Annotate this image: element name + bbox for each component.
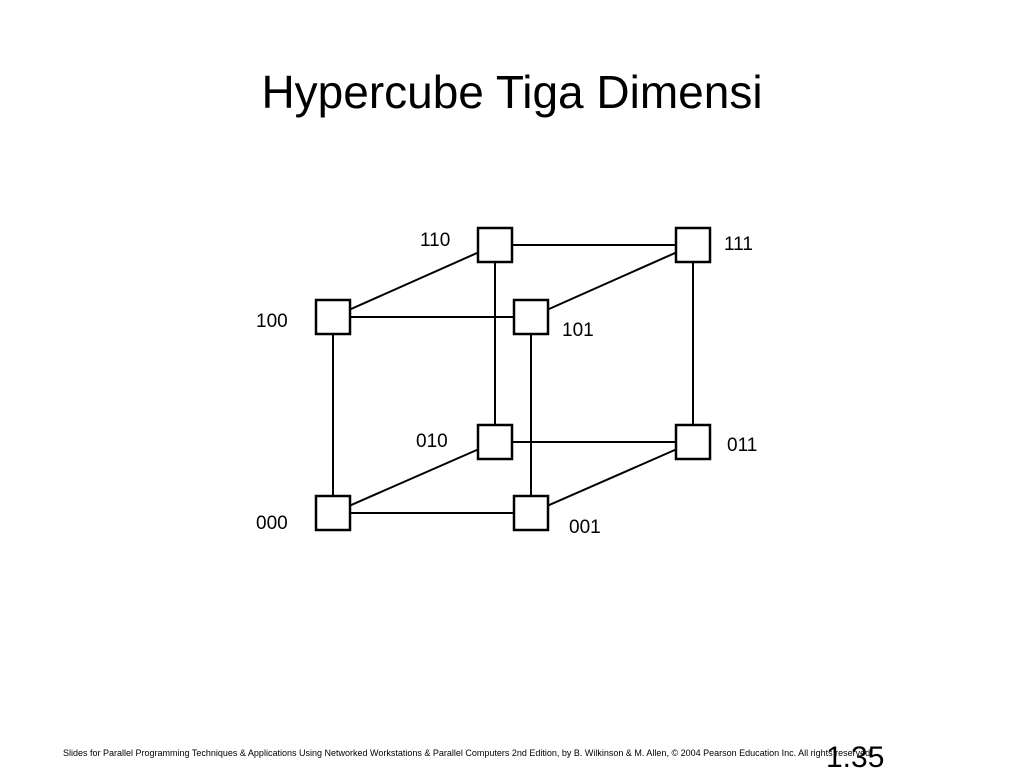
edge-000-010 (332, 441, 496, 514)
node-001 (512, 494, 550, 532)
node-label-001: 001 (569, 517, 601, 538)
slide-footer: Slides for Parallel Programming Techniqu… (63, 748, 873, 758)
node-111 (674, 226, 712, 264)
node-011 (674, 423, 712, 461)
hypercube-edges (332, 244, 694, 514)
node-110 (476, 226, 514, 264)
node-label-101: 101 (562, 320, 594, 341)
node-000 (314, 494, 352, 532)
node-label-100: 100 (256, 311, 288, 332)
hypercube-nodes (314, 226, 712, 532)
node-100 (314, 298, 352, 336)
page-number: 1.35 (826, 741, 885, 774)
edge-001-011 (530, 441, 694, 514)
slide-title: Hypercube Tiga Dimensi (261, 66, 763, 118)
edge-101-111 (530, 244, 694, 318)
hypercube-labels: 000 001 010 011 100 101 110 111 (256, 230, 757, 538)
node-label-011: 011 (727, 435, 757, 456)
node-label-010: 010 (416, 431, 448, 452)
node-label-110: 110 (420, 230, 450, 251)
node-label-000: 000 (256, 513, 288, 534)
edge-100-110 (332, 244, 496, 318)
node-label-111: 111 (724, 234, 753, 255)
node-101 (512, 298, 550, 336)
node-010 (476, 423, 514, 461)
